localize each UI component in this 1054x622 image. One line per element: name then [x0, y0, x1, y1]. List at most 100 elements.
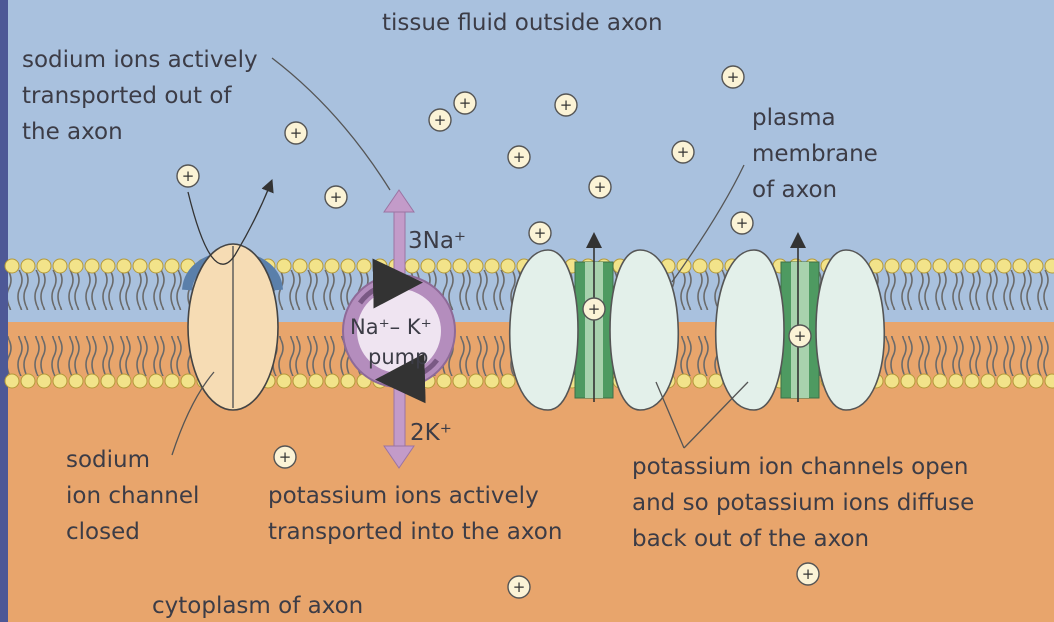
- ion-sign: +: [279, 448, 292, 466]
- ion-icon: +: [324, 185, 348, 209]
- lipid-head: [1028, 373, 1044, 389]
- ion-sign: +: [513, 578, 526, 596]
- lipid-head: [4, 373, 20, 389]
- lipid-head: [148, 373, 164, 389]
- ion-icon: +: [796, 562, 820, 586]
- ion-icon: +: [582, 297, 606, 321]
- lipid-head: [356, 258, 372, 274]
- ion-sign: +: [330, 188, 343, 206]
- ion-sign: +: [736, 214, 749, 232]
- lipid-head: [980, 258, 996, 274]
- lipid-head: [116, 258, 132, 274]
- lipid-head: [996, 373, 1012, 389]
- lipid-head: [436, 258, 452, 274]
- lipid-head: [340, 373, 356, 389]
- sodium-out-label-line2: transported out of: [22, 83, 232, 109]
- lipid-head: [676, 373, 692, 389]
- lipid-head: [948, 373, 964, 389]
- plasma-label-line2: membrane: [752, 141, 878, 167]
- lipid-head: [692, 373, 708, 389]
- ion-icon: +: [788, 324, 812, 348]
- tissue-fluid-label: tissue fluid outside axon: [382, 10, 663, 36]
- sodium-channel-label-line2: ion channel: [66, 483, 199, 509]
- lipid-head: [276, 373, 292, 389]
- potassium-in-label-line1: potassium ions actively: [268, 483, 539, 509]
- sodium-potassium-pump: [342, 189, 456, 469]
- lipid-head: [308, 258, 324, 274]
- lipid-head: [500, 373, 516, 389]
- lipid-head: [916, 373, 932, 389]
- leader-lines: [171, 57, 749, 456]
- sodium-ion-channel: [182, 243, 283, 411]
- lipid-head: [420, 258, 436, 274]
- lipid-head: [1012, 373, 1028, 389]
- ion-icon: +: [453, 91, 477, 115]
- lipid-head: [948, 258, 964, 274]
- ion-icon: +: [273, 445, 297, 469]
- lipid-head: [692, 258, 708, 274]
- lipid-head: [4, 258, 20, 274]
- ion-icon: +: [507, 575, 531, 599]
- lipid-head: [708, 258, 724, 274]
- ion-sign: +: [594, 178, 607, 196]
- potassium-open-label-line1: potassium ion channels open: [632, 454, 969, 480]
- lipid-head: [900, 258, 916, 274]
- lipid-head: [292, 258, 308, 274]
- lipid-head: [964, 258, 980, 274]
- lipid-head: [1044, 373, 1054, 389]
- lipid-head: [484, 258, 500, 274]
- lipid-head: [404, 258, 420, 274]
- lipid-head: [372, 258, 388, 274]
- sodium-channel-label-line3: closed: [66, 519, 140, 545]
- sodium-out-label-line3: the axon: [22, 119, 123, 145]
- lipid-head: [164, 373, 180, 389]
- potassium-open-label-line2: and so potassium ions diffuse: [632, 490, 974, 516]
- lipid-head: [52, 373, 68, 389]
- lipid-head: [980, 373, 996, 389]
- lipid-head: [100, 373, 116, 389]
- pump-label-line2: pump: [368, 345, 428, 369]
- labels: tissue fluid outside axon sodium ions ac…: [22, 10, 974, 619]
- lipid-head: [340, 258, 356, 274]
- sodium-channel-leader-line: [171, 371, 215, 456]
- potassium-in-label-line2: transported into the axon: [268, 519, 562, 545]
- lipid-head: [1044, 258, 1054, 274]
- ion-sign: +: [290, 124, 303, 142]
- lipid-head: [996, 258, 1012, 274]
- sodium-ion-path-arrow: [187, 178, 274, 265]
- ions: +++++++++++++++++: [176, 65, 820, 599]
- ion-sign: +: [534, 224, 547, 242]
- lipid-head: [36, 373, 52, 389]
- potassium-open-label-line3: back out of the axon: [632, 526, 869, 552]
- potassium-channel-leader-line-2: [683, 381, 749, 449]
- lipid-head: [468, 258, 484, 274]
- sodium-channel-label-line1: sodium: [66, 447, 150, 473]
- plasma-label-line1: plasma: [752, 105, 836, 131]
- ion-sign: +: [677, 143, 690, 161]
- lipid-head: [148, 258, 164, 274]
- ion-icon: +: [554, 93, 578, 117]
- lipid-head: [308, 373, 324, 389]
- ion-icon: +: [528, 221, 552, 245]
- lipid-head: [324, 373, 340, 389]
- potassium-ion-channel-1: [508, 232, 680, 411]
- cytoplasm-label: cytoplasm of axon: [152, 593, 363, 619]
- ion-sign: +: [794, 327, 807, 345]
- sodium-out-leader-line: [271, 57, 391, 191]
- lipid-head: [180, 373, 196, 389]
- ion-icon: +: [428, 108, 452, 132]
- lipid-head: [84, 258, 100, 274]
- ion-icon: +: [284, 121, 308, 145]
- lipid-head: [132, 258, 148, 274]
- lipid-head: [100, 258, 116, 274]
- lipid-head: [324, 258, 340, 274]
- ion-sign: +: [560, 96, 573, 114]
- lipid-head: [68, 373, 84, 389]
- lipid-head: [468, 373, 484, 389]
- ion-icon: +: [507, 145, 531, 169]
- lipid-head: [116, 373, 132, 389]
- lipid-head: [52, 258, 68, 274]
- plasma-label-line3: of axon: [752, 177, 837, 203]
- lipid-head: [164, 258, 180, 274]
